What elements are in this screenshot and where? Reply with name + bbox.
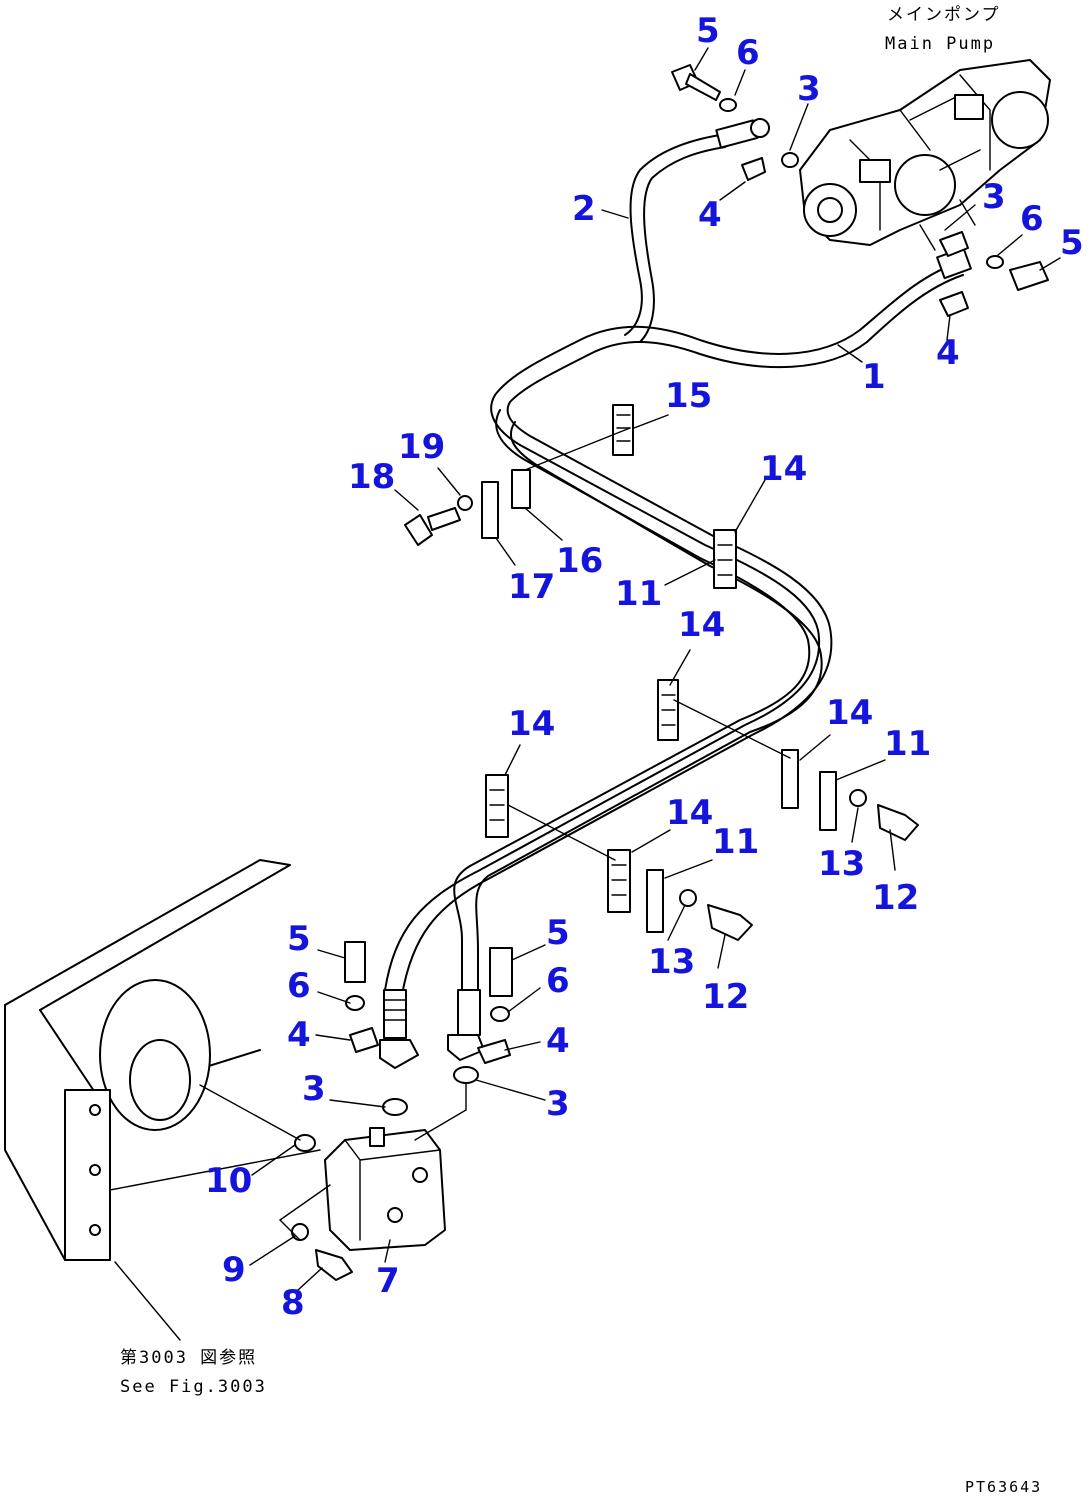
drawing-code: PT63643 <box>965 1478 1042 1496</box>
leader-lines <box>114 47 1061 1341</box>
callout-5: 5 <box>546 913 570 953</box>
callout-7: 7 <box>376 1261 400 1301</box>
hose-2 <box>624 118 770 343</box>
callout-8: 8 <box>281 1283 305 1323</box>
callout-11: 11 <box>712 822 759 862</box>
callout-11: 11 <box>615 574 662 614</box>
callout-15: 15 <box>665 376 712 416</box>
clamp-parts <box>344 64 1049 1116</box>
callout-3: 3 <box>982 177 1006 217</box>
callout-14: 14 <box>678 605 725 645</box>
callout-9: 9 <box>222 1250 246 1290</box>
callout-4: 4 <box>287 1015 311 1055</box>
callout-17: 17 <box>508 567 555 607</box>
callout-19: 19 <box>398 427 445 467</box>
hydraulic-tank <box>4 859 321 1261</box>
callout-13: 13 <box>818 844 865 884</box>
callout-14: 14 <box>826 693 873 733</box>
callout-3: 3 <box>546 1084 570 1124</box>
callout-4: 4 <box>546 1021 570 1061</box>
callout-5: 5 <box>696 11 720 51</box>
see-fig-label-jp: 第3003 図参照 <box>120 1348 257 1368</box>
callout-14: 14 <box>508 704 555 744</box>
callout-3: 3 <box>797 69 821 109</box>
text-labels: メインポンプ Main Pump 第3003 図参照 See Fig.3003 … <box>120 5 1042 1496</box>
callout-16: 16 <box>556 541 603 581</box>
callout-13: 13 <box>648 942 695 982</box>
callout-14: 14 <box>760 449 807 489</box>
callout-11: 11 <box>884 724 931 764</box>
callout-10: 10 <box>205 1161 252 1201</box>
main-pump <box>799 59 1051 251</box>
see-fig-label-en: See Fig.3003 <box>120 1377 267 1397</box>
callout-12: 12 <box>872 878 919 918</box>
callout-1: 1 <box>862 357 886 397</box>
callout-2: 2 <box>572 189 596 229</box>
callout-numbers: 5 6 3 2 4 3 6 5 4 1 15 19 18 16 17 14 11… <box>205 11 1084 1323</box>
callout-6: 6 <box>1020 199 1044 239</box>
callout-6: 6 <box>287 966 311 1006</box>
callout-12: 12 <box>702 977 749 1017</box>
main-pump-label-en: Main Pump <box>885 34 995 54</box>
callout-3: 3 <box>302 1069 326 1109</box>
callout-4: 4 <box>698 195 722 235</box>
lower-hose-fittings <box>379 989 485 1069</box>
main-pump-label-jp: メインポンプ <box>887 5 1001 25</box>
callout-5: 5 <box>1060 223 1084 263</box>
callout-6: 6 <box>546 961 570 1001</box>
tube-1 <box>384 246 972 1046</box>
callout-4: 4 <box>936 333 960 373</box>
callout-5: 5 <box>287 919 311 959</box>
callout-14: 14 <box>666 793 713 833</box>
callout-18: 18 <box>348 457 395 497</box>
callout-6: 6 <box>736 33 760 73</box>
